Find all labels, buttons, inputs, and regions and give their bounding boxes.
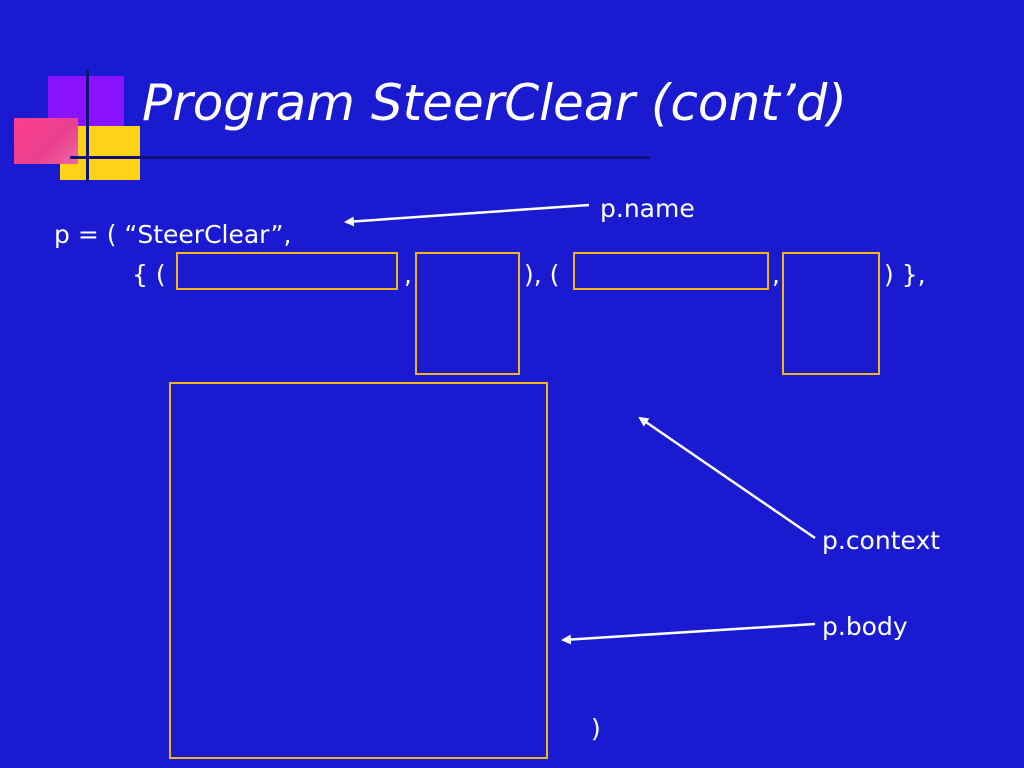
label-p-name: p.name — [600, 194, 695, 223]
arrow-to-name — [344, 203, 590, 227]
placeholder-box-1 — [176, 252, 398, 290]
code-comma-2: , — [772, 260, 780, 289]
code-final-paren: ) — [591, 714, 601, 743]
placeholder-box-2 — [415, 252, 520, 375]
code-close-1: ), ( — [524, 260, 560, 289]
placeholder-box-4 — [782, 252, 880, 375]
code-comma-1: , — [404, 260, 412, 289]
arrow-to-context — [638, 416, 816, 540]
decorative-vertical-line — [86, 70, 89, 182]
arrow-to-body — [561, 622, 816, 645]
label-p-body: p.body — [822, 612, 908, 641]
slide-title: Program SteerClear (cont’d) — [142, 74, 847, 132]
code-line-1: p = ( “SteerClear”, — [54, 220, 292, 249]
placeholder-box-3 — [573, 252, 769, 290]
title-underline — [70, 156, 650, 159]
label-p-context: p.context — [822, 526, 941, 555]
body-box — [169, 382, 548, 759]
code-close-2: ) }, — [884, 260, 926, 289]
code-open-brace: { ( — [132, 260, 166, 289]
decorative-pink-square — [14, 118, 78, 164]
